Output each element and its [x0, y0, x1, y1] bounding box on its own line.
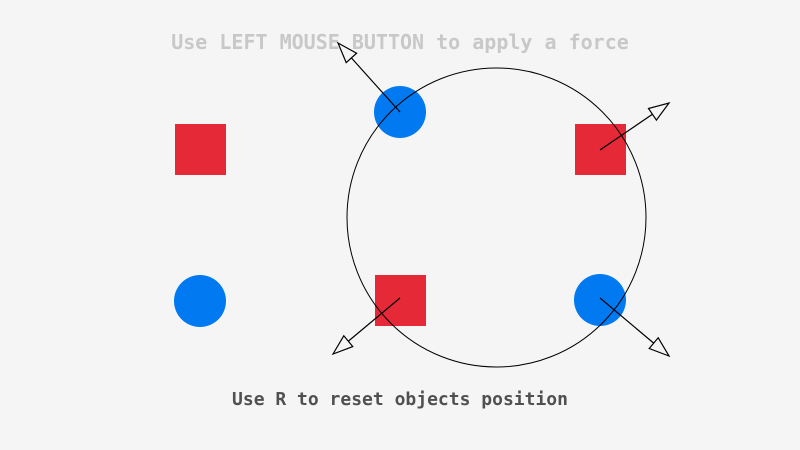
- force-arrowhead-icon: [648, 336, 671, 358]
- force-arrow-top: [336, 41, 401, 113]
- force-arrow-right: [599, 101, 671, 151]
- physics-object-blue-circle-bottom-right[interactable]: [574, 274, 626, 326]
- force-radius-outline: [346, 67, 647, 368]
- reset-hint: Use R to reset objects position: [232, 389, 568, 410]
- force-arrow-bottom-right: [599, 297, 671, 358]
- apply-force-hint: Use LEFT MOUSE BUTTON to apply a force: [171, 30, 629, 54]
- physics-object-blue-circle-left[interactable]: [174, 275, 226, 327]
- force-arrowhead-icon: [331, 334, 354, 356]
- force-arrow-bottom-left: [331, 297, 401, 356]
- physics-object-red-square-center[interactable]: [375, 275, 426, 326]
- force-arrowhead-icon: [336, 41, 358, 64]
- force-arrowhead-icon: [647, 101, 671, 122]
- physics-object-red-square-left[interactable]: [175, 124, 226, 175]
